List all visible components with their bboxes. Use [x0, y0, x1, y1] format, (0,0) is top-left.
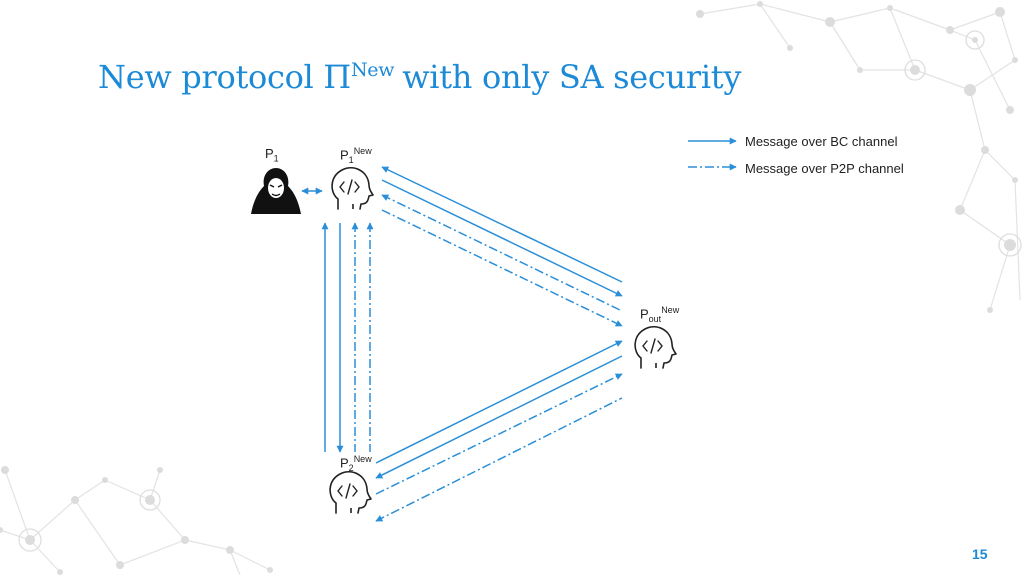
bc-arrow [375, 355, 623, 479]
legend-p2p-label: Message over P2P channel [745, 161, 904, 176]
hacker-icon [251, 168, 301, 214]
party-label-p1: P1 [265, 146, 279, 164]
bc-arrow [375, 340, 623, 464]
head-code-icon [634, 326, 677, 369]
head-code-icon [331, 167, 374, 210]
page-number: 15 [972, 546, 988, 562]
head-code-icon [329, 471, 372, 514]
party-label-p2-new: P2New [340, 454, 372, 473]
bc-arrow [381, 166, 623, 283]
p2p-arrow [381, 194, 623, 312]
p2p-arrow [375, 373, 623, 495]
party-label-p1-new: P1New [340, 146, 372, 165]
p2p-arrow [375, 397, 623, 522]
legend-bc-label: Message over BC channel [745, 134, 898, 149]
party-label-pout-new: PoutNew [640, 305, 680, 324]
p2p-arrow [381, 209, 623, 327]
bc-arrow [381, 179, 623, 297]
